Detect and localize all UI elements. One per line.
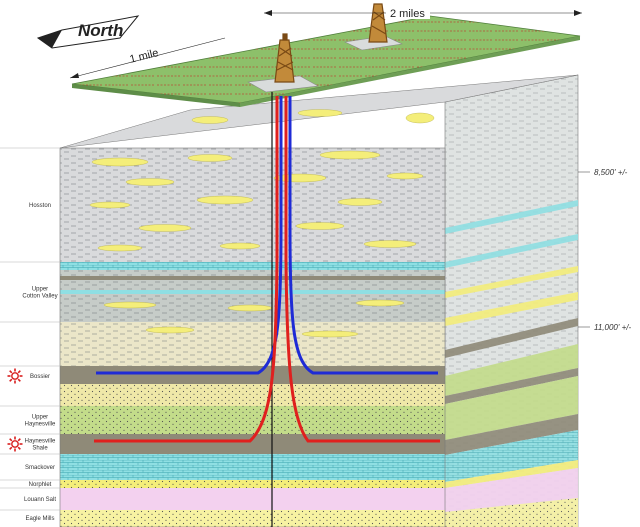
depth-marker-label: 11,000' +/-: [594, 323, 632, 332]
front-face-strata: [59, 147, 446, 527]
wellbore-left-haynesville: [94, 96, 279, 443]
depth-marker-1: 8,500' +/-: [578, 168, 628, 177]
target-sun-icon: [7, 368, 23, 384]
drilling-rig-icon: [368, 3, 388, 43]
formation-label-louann-salt: Louann Salt: [24, 497, 56, 503]
north-arrow-icon: North: [36, 15, 140, 49]
target-sun-icon: [7, 436, 23, 452]
formation-label-smackover: Smackover: [25, 465, 55, 471]
wellbore-right-bossier: [288, 96, 438, 375]
depth-marker-label: 8,500' +/-: [594, 168, 628, 177]
formation-label-eagle-mills: Eagle Mills: [25, 516, 54, 522]
formation-label-bossier: Bossier: [30, 374, 50, 380]
sand-lenses: [89, 109, 435, 338]
depth-dimension-label: 1 mile: [128, 47, 159, 66]
wellbore-right-haynesville: [284, 96, 440, 443]
drilling-rig-icon: [274, 33, 295, 83]
wellbore-left-bossier: [96, 96, 283, 375]
depth-marker-2: 11,000' +/-: [578, 323, 632, 332]
formation-separators: [0, 147, 60, 511]
formation-label-norphlet: Norphlet: [29, 482, 52, 488]
width-dimension-label: 2 miles: [390, 8, 425, 20]
north-label: North: [78, 21, 123, 40]
dimension-2-miles: 2 miles: [264, 5, 582, 20]
side-face-layers: [445, 200, 578, 527]
formation-label-hosston: Hosston: [29, 203, 51, 209]
